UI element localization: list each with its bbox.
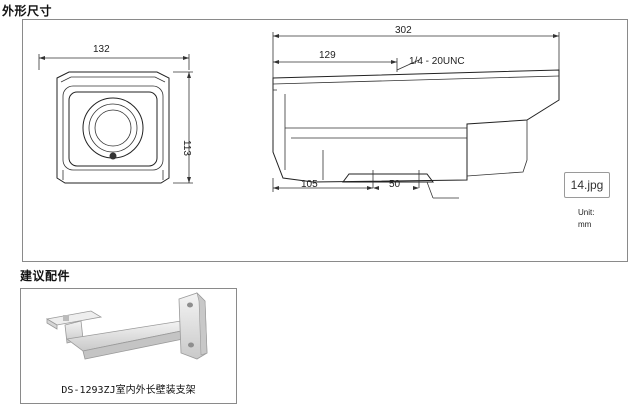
dimensions-section-title: 外形尺寸 [2, 4, 53, 18]
front-view: 132 113 [38, 44, 193, 184]
accessories-section-title: 建议配件 [20, 269, 71, 283]
front-height-label: 113 [181, 140, 192, 156]
side-hood-label: 129 [319, 50, 336, 61]
mount-offset-label: 105 [301, 179, 318, 190]
side-view: 302 129 1/4 - 20UNC [272, 25, 560, 199]
thread-label: 1/4 - 20UNC [409, 56, 465, 67]
mount-width-label: 50 [389, 179, 401, 190]
dimension-drawing: 132 113 302 [38, 25, 560, 199]
accessory-caption: DS-1293ZJ室内外长壁装支架 [61, 385, 196, 396]
front-width-label: 132 [93, 44, 110, 55]
unit-value: mm [578, 220, 592, 229]
side-length-label: 302 [395, 25, 412, 36]
dimensions-panel: 132 113 302 [22, 19, 628, 262]
accessories-panel: DS-1293ZJ室内外长壁装支架 [20, 288, 237, 404]
image-filename-badge: 14.jpg [564, 172, 610, 198]
wall-mount-bracket-illustration [45, 292, 208, 360]
unit-label: Unit: [578, 208, 595, 217]
